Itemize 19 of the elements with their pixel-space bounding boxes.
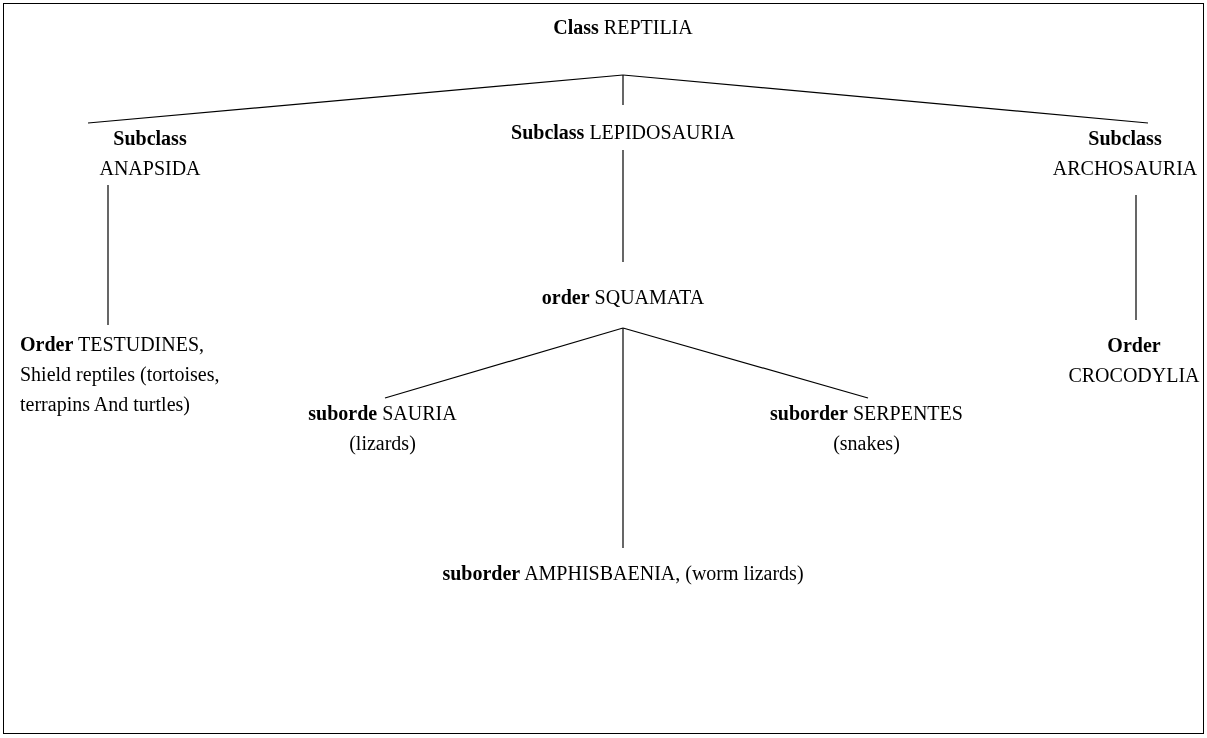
connector-line [107, 184, 109, 326]
connector-line [622, 327, 869, 399]
connector-line [87, 74, 624, 124]
taxon-label: Class REPTILIA [552, 15, 694, 40]
taxon-label: suborder AMPHISBAENIA, (worm lizards) [441, 561, 805, 586]
connector-line [1135, 194, 1137, 321]
taxon-label: Subclass ANAPSIDA [98, 126, 202, 181]
taxon-label: Subclass ARCHOSAURIA [1051, 126, 1199, 181]
taxon-label: Subclass LEPIDOSAURIA [510, 120, 736, 145]
connector-line [622, 327, 624, 549]
connector-line [622, 74, 1149, 124]
taxon-label: order SQUAMATA [540, 285, 706, 310]
taxon-label: Order CROCODYLIA [1067, 333, 1201, 388]
connector-line [622, 149, 624, 263]
connector-line [384, 327, 624, 399]
taxon-label: suborder SERPENTES (snakes) [769, 401, 964, 457]
connector-line [622, 74, 624, 106]
taxon-label: Order TESTUDINES, Shield reptiles (tortoises, terrapins And turtles) [20, 332, 220, 418]
taxon-label: suborde SAURIA (lizards) [307, 401, 458, 457]
